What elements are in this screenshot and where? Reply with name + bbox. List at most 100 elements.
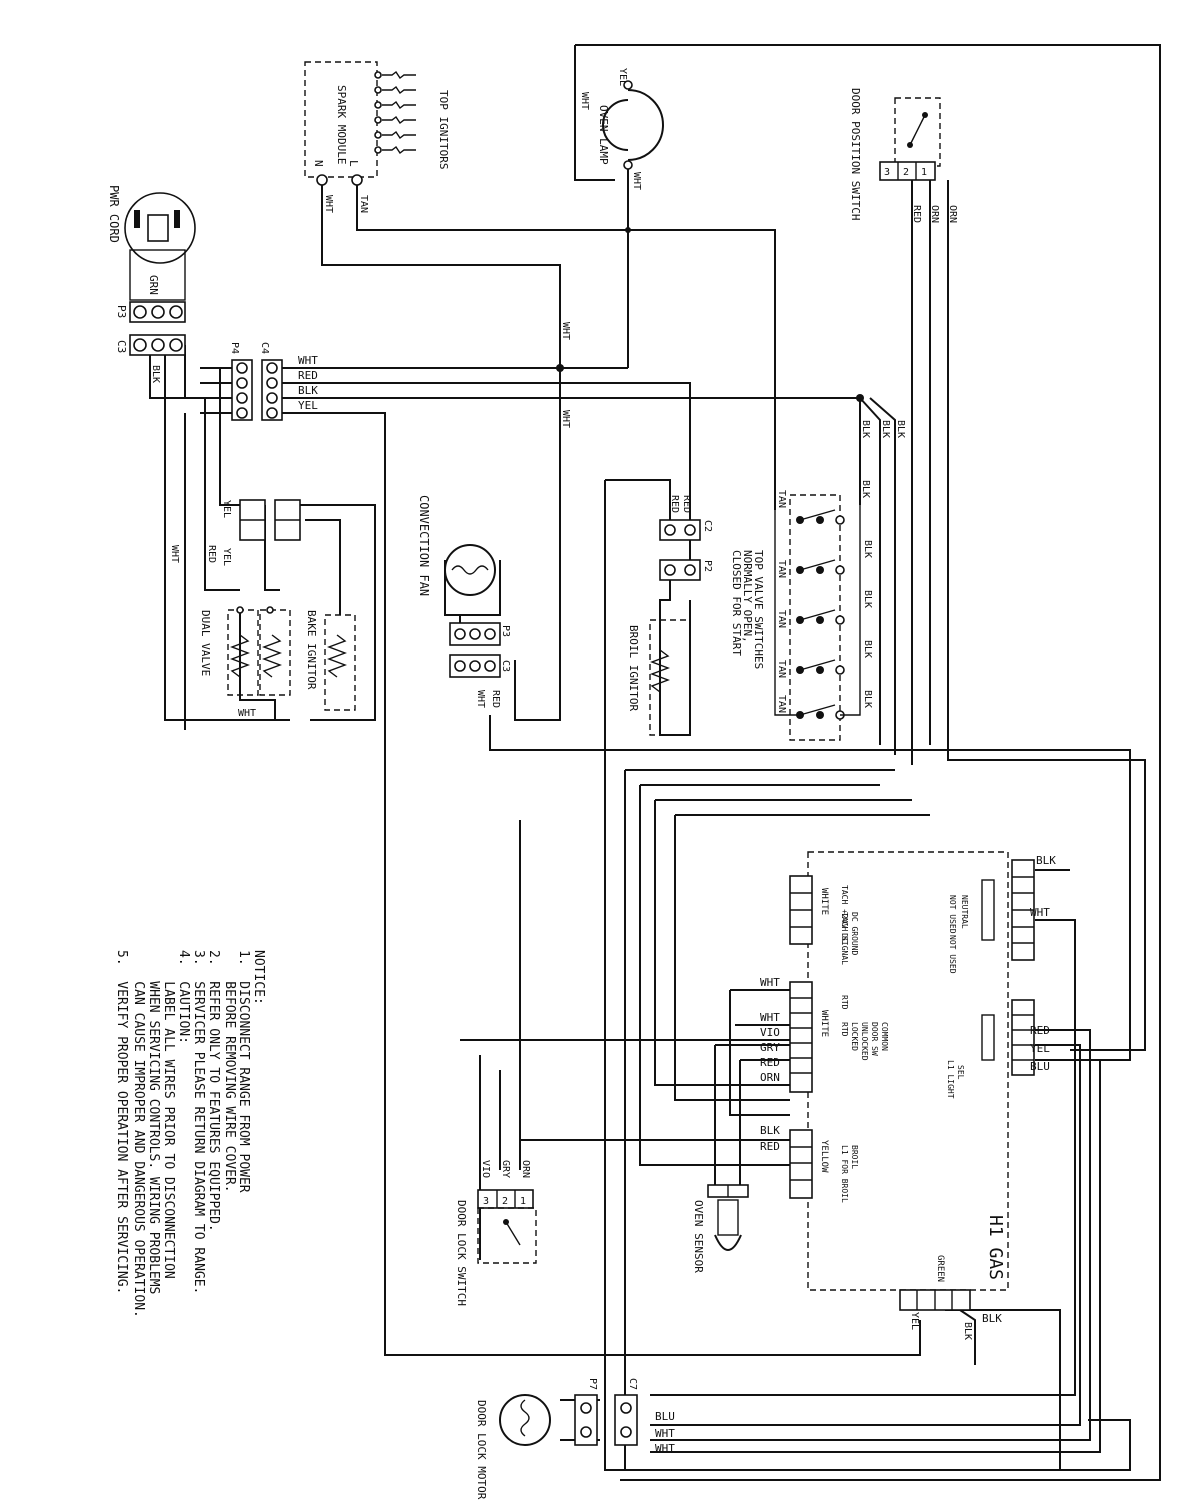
valve-tan-5: TAN (776, 695, 787, 713)
p4-c4-connectors: P4 C4 (229, 342, 283, 421)
spark-n-label: N (312, 160, 325, 167)
dps-orn-label: ORN (929, 205, 940, 223)
top-valve-switches: TAN TAN TAN TAN TAN BLK BLK BLK BLK TOP … (730, 490, 873, 741)
notice-line-6: LABEL ALL WIRES PRIOR TO DISCONNECTION (161, 950, 176, 1279)
door-position-switch-label: DOOR POSITION SWITCH (849, 88, 862, 220)
board-p5-sel: SEL (956, 1065, 965, 1080)
bake-ignitor-dual-valve: YEL YEL RED WHT BLK WHT DUAL VALVE BAKE … (150, 365, 356, 719)
board-p3-neutral: NEUTRAL (960, 895, 969, 929)
fan-wht-label: WHT (475, 690, 486, 708)
harness-blk-2: BLK (895, 420, 906, 438)
broil-c2-label: C2 (702, 520, 713, 532)
board-p3-connector: NOT USED NEUTRAL NOT USED BLK WHT (948, 854, 1056, 974)
power-cord: PWR CORD GRN P3 C3 (107, 185, 196, 356)
valve-switch-2 (796, 559, 845, 575)
board-p8-yel: YEL (909, 1312, 920, 1330)
board-p1-vio: VIO (760, 1026, 780, 1039)
wires (149, 44, 1161, 1481)
bake-red-label: RED (206, 545, 217, 563)
board-p1-red: RED (760, 1056, 780, 1069)
motor-blu: BLU (655, 1410, 675, 1423)
board-p5-connector: SEL L1 LIGHT RED YEL BLU (946, 999, 1050, 1099)
board-p1-wht2: WHT (760, 1011, 780, 1024)
lamp-wht2-label: WHT (631, 172, 642, 190)
fan-c3-label: C3 (500, 660, 511, 672)
board-p5-yel: YEL (1030, 1042, 1050, 1055)
board-p1-doorsw: DOOR SW (870, 1022, 879, 1056)
board-p7-connector: YELLOW L1 FOR BROIL BROIL BLK RED (760, 1124, 859, 1203)
door-lock-switch: 3 2 1 VIO GRY ORN DOOR LOCK SWITCH (455, 1160, 537, 1306)
board-p5-light: L1 LIGHT (946, 1060, 955, 1099)
pwr-cord-grn-label: GRN (147, 275, 160, 295)
dls-pin-3: 3 (483, 1196, 489, 1207)
board-p1-rtd2: RTD (840, 1022, 849, 1037)
valve-tan-2: TAN (776, 560, 787, 578)
oven-lamp-label: OVEN LAMP (597, 105, 610, 165)
dual-valve-label: DUAL VALVE (199, 610, 212, 676)
harness-wht-1: WHT (560, 322, 571, 340)
c3-label: C3 (115, 340, 128, 353)
door-lock-motor: DOOR LOCK MOTOR P7 C7 BLU WHT WHT (475, 1378, 675, 1500)
board-p1-common: COMMON (880, 1022, 889, 1051)
valve-tan-1: TAN (776, 490, 787, 508)
valve-blk-2: BLK (862, 590, 873, 608)
spark-l-label: L (347, 160, 360, 167)
notice-line-5: 4. CAUTION: (176, 950, 191, 1044)
board-p8-blk: BLK (982, 1312, 1002, 1325)
top-valve-switches-label-3: CLOSED FOR START (730, 550, 743, 656)
dps-pin-1: 1 (921, 167, 927, 178)
broil-ignitor: C2 P2 RED RED BROIL IGNITOR (627, 495, 713, 736)
notice-block: NOTICE: 1. DISCONNECT RANGE FROM POWER B… (114, 950, 266, 1318)
board-p5-blu: BLU (1030, 1060, 1050, 1073)
p4-label: P4 (229, 342, 240, 354)
board-p1-orn: ORN (760, 1071, 780, 1084)
door-lock-motor-label: DOOR LOCK MOTOR (475, 1400, 488, 1500)
wire-label-yel: YEL (298, 399, 318, 412)
board-p8-green: GREEN (935, 1255, 945, 1282)
board-p4-white: WHITE (819, 888, 829, 915)
dls-pin-2: 2 (502, 1196, 508, 1207)
board-p8-blk2: BLK (962, 1322, 973, 1340)
pwr-cord-label: PWR CORD (107, 185, 121, 243)
valve-blk-4: BLK (862, 690, 873, 708)
board-p4-ground: DC GROUND (850, 912, 859, 956)
motor-p7-label: P7 (587, 1378, 598, 1390)
notice-line-1: 1. DISCONNECT RANGE FROM POWER (236, 950, 251, 1193)
motor-wht1: WHT (655, 1427, 675, 1440)
lamp-wht-label: WHT (579, 92, 590, 110)
notice-line-4: 3. SERVICER PLEASE RETURN DIAGRAM TO RAN… (191, 950, 206, 1294)
c4-wire-labels: WHT RED BLK YEL (298, 354, 318, 412)
broil-red-1: RED (669, 495, 680, 513)
valve-switch-4 (796, 659, 845, 675)
board-p1-connector: WHITE RTD RTD LOCKED UNLOCKED DOOR SW CO… (760, 976, 889, 1093)
notice-title: NOTICE: (251, 950, 266, 1005)
control-board: H1 GAS WHITE TACH +24V DC TACH SIGNAL DC… (760, 851, 1056, 1340)
top-ignitors-label: TOP IGNITORS (437, 90, 450, 169)
harness-blk-3: BLK (860, 420, 871, 438)
spark-tan-label: TAN (358, 195, 369, 213)
broil-p2-label: P2 (702, 560, 713, 572)
board-p1-locked: LOCKED (850, 1022, 859, 1051)
dps-red-label: RED (911, 205, 922, 223)
top-valve-switches-label: TOP VALVE SWITCHES (752, 550, 765, 669)
dls-vio: VIO (480, 1160, 491, 1178)
notice-line-9: 5. VERIFY PROPER OPERATION AFTER SERVICI… (114, 950, 129, 1294)
board-p4-tach: TACH +24V DC (840, 885, 849, 943)
board-p1-white: WHITE (819, 1010, 829, 1037)
oven-sensor-label: OVEN SENSOR (692, 1200, 705, 1273)
notice-line-7: WHEN SERVICING CONTROLS. WIRING PROBLEMS (146, 950, 161, 1294)
dps-orn2-label: ORN (947, 205, 958, 223)
wire-label-blk: BLK (298, 384, 318, 397)
c4-label: C4 (259, 342, 270, 354)
board-p7-blk: BLK (760, 1124, 780, 1137)
dls-gry: GRY (500, 1160, 511, 1178)
oven-lamp: OVEN LAMP YEL WHT WHT (579, 68, 664, 190)
spark-module-label: SPARK MODULE (335, 85, 348, 164)
wire-label-wht: WHT (298, 354, 318, 367)
oven-sensor: OVEN SENSOR (692, 1184, 749, 1273)
dls-pin-1: 1 (520, 1196, 526, 1207)
wire-label-red: RED (298, 369, 318, 382)
motor-c7-label: C7 (627, 1378, 638, 1390)
top-valve-switches-label-2: NORMALLY OPEN, (741, 550, 754, 643)
